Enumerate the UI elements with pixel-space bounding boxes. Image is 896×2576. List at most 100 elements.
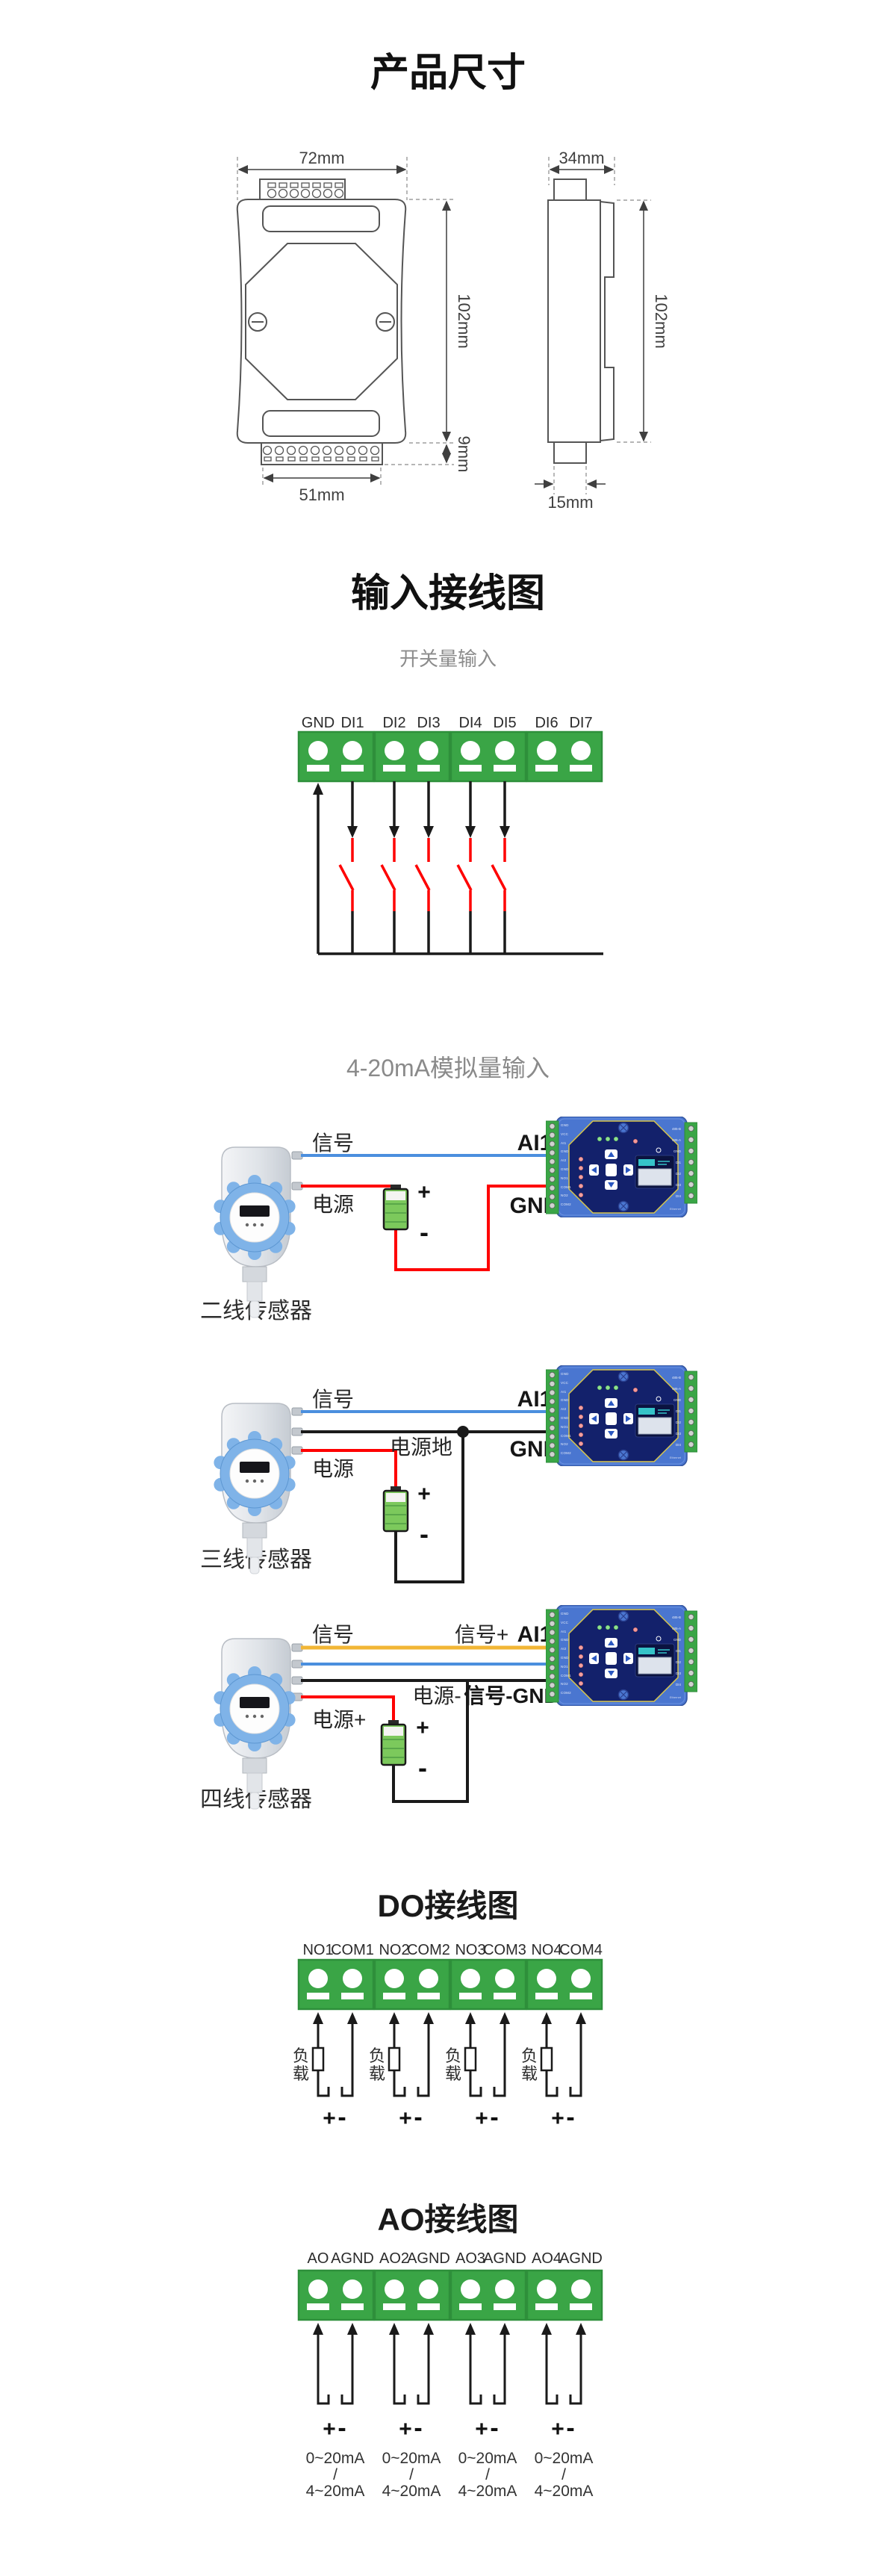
battery-minus-label: - — [420, 1217, 429, 1247]
module-status-leds — [578, 1385, 638, 1447]
battery — [382, 1486, 409, 1533]
io-module-graphic — [546, 1605, 697, 1706]
svg-text:DI2: DI2 — [382, 715, 405, 731]
module-right-terminal-screws — [688, 1613, 694, 1688]
dimension-lines-front — [237, 165, 451, 482]
module-left-terminal-strip — [546, 1369, 559, 1463]
extension-lines-front — [237, 157, 454, 485]
svg-text:COM2: COM2 — [407, 1942, 450, 1958]
module-display — [635, 1403, 675, 1438]
sensor-face — [229, 1683, 280, 1734]
module-left-terminal-labels: GND VCC AI1 GND AI2 GND NO1 COM1 NO2 COM… — [561, 1612, 571, 1695]
svg-text:+: + — [323, 2106, 336, 2131]
power-wire-label: 电源 — [312, 1457, 354, 1480]
power-ground-label: 电源地 — [390, 1436, 452, 1459]
module-keypad — [589, 1638, 633, 1678]
power-wire — [301, 1449, 397, 1491]
io-module-row3: GND VCC AI1 GND AI2 GND NO1 COM1 NO2 COM… — [546, 1605, 697, 1706]
module-right-terminal-labels: 485-B 485-A GND DI1 DI2 DI3 DI4 — [671, 1616, 681, 1686]
svg-text:负: 负 — [521, 2046, 538, 2065]
analog-row-3wire: + - 信号 AI1 电源地 GND 电源 三线传感器 — [200, 1387, 559, 1583]
sensor-ports — [291, 1151, 303, 1191]
three-wire-sensor — [211, 1397, 301, 1584]
sensor-ports — [291, 1407, 303, 1455]
svg-text:AO2: AO2 — [379, 2250, 409, 2267]
module-left-terminal-screws — [549, 1123, 556, 1209]
module-ethernet-label: Ethernet — [669, 1207, 681, 1211]
svg-text:/: / — [409, 2466, 414, 2483]
svg-text:COM4: COM4 — [559, 1942, 603, 1958]
signal-plus-label: 信号+ — [455, 1623, 508, 1646]
ao-current-range-labels: 0~20mA / 4~20mA 0~20mA / 4~20mA 0~20mA /… — [306, 2450, 594, 2500]
dim-front-width: 72mm — [299, 149, 344, 167]
module-left-terminal-strip — [546, 1609, 559, 1703]
svg-text:NO3: NO3 — [455, 1942, 485, 1958]
svg-text:DI1: DI1 — [340, 715, 364, 731]
sensor-probe-stem — [242, 1757, 267, 1810]
section-title-ao-wiring: AO接线图 — [377, 2202, 519, 2237]
power-wire-label: 电源 — [312, 1193, 354, 1216]
sensor-display — [240, 1697, 270, 1708]
dimension-drawings: 72mm 102mm 9mm 51mm — [236, 149, 671, 512]
svg-text:负: 负 — [293, 2046, 309, 2065]
svg-text:+: + — [475, 2417, 488, 2442]
svg-text:AO: AO — [308, 2250, 329, 2267]
dimension-lines-side — [535, 165, 648, 488]
battery-minus-label: - — [420, 1518, 429, 1549]
module-logo — [656, 1396, 662, 1402]
svg-text:0~20mA: 0~20mA — [535, 2450, 594, 2467]
svg-text:DI3: DI3 — [417, 715, 440, 731]
module-left-terminal-screws — [549, 1371, 556, 1458]
sensor-display — [240, 1205, 270, 1217]
svg-text:0~20mA: 0~20mA — [458, 2450, 517, 2467]
svg-text:+: + — [399, 2106, 412, 2131]
do-wiring-diagram: NO1 COM1 NO2 COM2 NO3 COM3 NO4 COM4 — [293, 1942, 603, 2132]
svg-text:DI5: DI5 — [493, 715, 516, 731]
ao-terminal-blocks — [297, 2269, 603, 2321]
svg-text:-: - — [337, 2414, 346, 2442]
di-terminal-blocks — [297, 730, 603, 783]
svg-text:DI4: DI4 — [458, 715, 482, 731]
module-status-leds — [578, 1136, 638, 1198]
module-left-terminal-labels: GND VCC AI1 GND AI2 GND NO1 COM1 NO2 COM… — [561, 1372, 571, 1456]
di-switch-symbols — [338, 838, 507, 911]
svg-text:+: + — [323, 2417, 336, 2442]
sensor-display-dots — [245, 1223, 264, 1227]
svg-text:AGND: AGND — [559, 2250, 603, 2267]
load-labels: 负载 负载 负载 负载 — [293, 2046, 538, 2083]
svg-text:/: / — [485, 2466, 490, 2483]
module-right-terminal-labels: 485-B 485-A GND DI1 DI2 DI3 DI4 — [671, 1127, 681, 1198]
svg-text:载: 载 — [369, 2064, 385, 2083]
two-wire-sensor — [211, 1141, 301, 1328]
module-display — [635, 1155, 675, 1189]
svg-text:0~20mA: 0~20mA — [306, 2450, 365, 2467]
module-right-terminal-screws — [688, 1374, 694, 1448]
section-title-do-wiring: DO接线图 — [377, 1888, 519, 1923]
svg-text:AGND: AGND — [407, 2250, 450, 2267]
dim-side-height: 102mm — [652, 294, 671, 348]
svg-text:+: + — [551, 2106, 564, 2131]
svg-text:载: 载 — [293, 2064, 309, 2083]
ao-terminal-holes — [307, 2279, 592, 2310]
svg-text:+: + — [475, 2106, 488, 2131]
signal-minus-gnd-label: 信号-GND — [464, 1684, 559, 1707]
battery-minus-label: - — [418, 1752, 427, 1783]
power-wire — [301, 1185, 397, 1189]
dim-front-terminal-height: 9mm — [455, 436, 473, 473]
svg-text:COM1: COM1 — [331, 1942, 374, 1958]
sensor-graphic — [214, 1638, 296, 1810]
svg-text:DI7: DI7 — [569, 715, 592, 731]
svg-text:GND: GND — [302, 715, 335, 731]
svg-text:4~20mA: 4~20mA — [306, 2483, 365, 2500]
do-terminal-labels: NO1 COM1 NO2 COM2 NO3 COM3 NO4 COM4 — [302, 1942, 602, 1958]
module-left-terminal-strip — [546, 1120, 559, 1214]
svg-text:NO1: NO1 — [302, 1942, 333, 1958]
svg-text:/: / — [333, 2466, 337, 2483]
dim-side-width: 34mm — [559, 149, 604, 167]
svg-text:0~20mA: 0~20mA — [382, 2450, 441, 2467]
module-right-terminal-labels: 485-B 485-A GND DI1 DI2 DI3 DI4 — [671, 1376, 681, 1447]
svg-text:4~20mA: 4~20mA — [535, 2483, 594, 2500]
do-terminal-blocks — [297, 1958, 603, 2011]
subtitle-analog-input: 4-20mA模拟量输入 — [346, 1055, 550, 1081]
section-title-dimensions: 产品尺寸 — [370, 52, 526, 95]
